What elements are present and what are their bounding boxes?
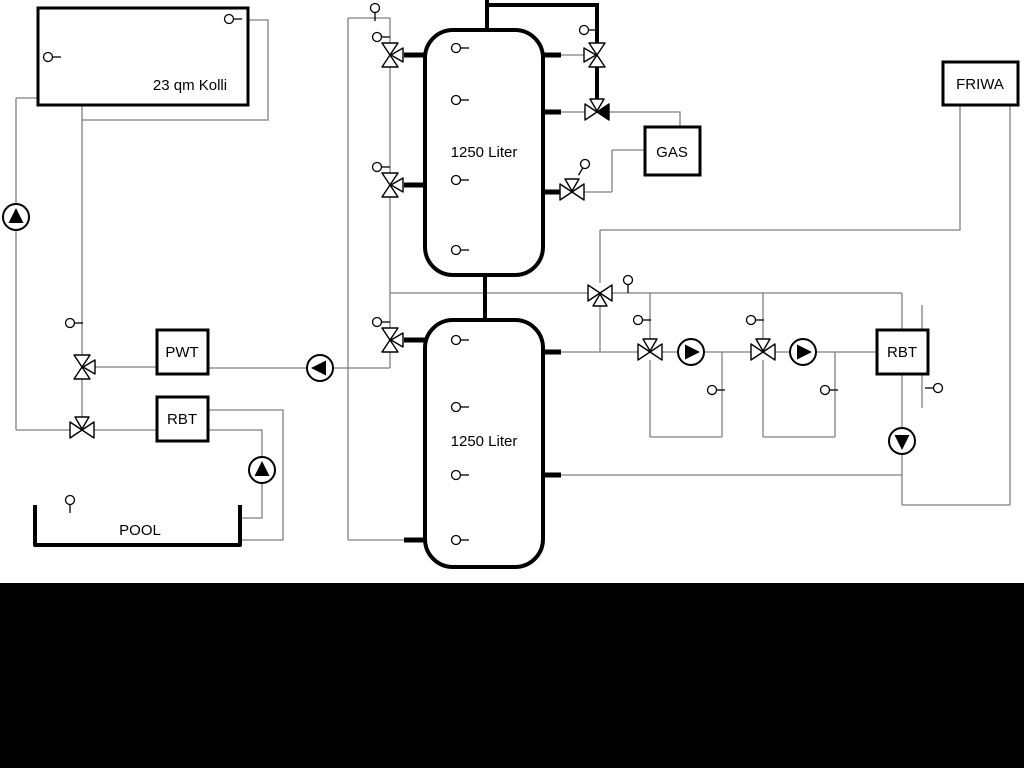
rbt-pump-icon <box>888 427 916 455</box>
pipes-left-section <box>15 19 390 541</box>
friwa-box <box>941 60 1020 107</box>
tank-top-label: 1250 Liter <box>451 144 518 161</box>
buffer-tank-bottom <box>423 318 545 569</box>
rbt-right-label: RBT <box>887 344 917 361</box>
hydraulic-schematic: 23 qm Kolli 1250 Liter 1250 Liter GAS FR… <box>0 0 1024 583</box>
rbt-left-label: RBT <box>167 411 197 428</box>
footer-black-area <box>0 583 1024 768</box>
pool-pump-icon <box>248 456 276 484</box>
heating-pump-2-icon <box>789 338 817 366</box>
pwt-label: PWT <box>165 344 198 361</box>
heating-pump-1-icon <box>677 338 705 366</box>
pwt-box <box>155 328 210 376</box>
gas-label: GAS <box>656 144 688 161</box>
gas-boiler-box <box>643 125 702 177</box>
rbt-right-box <box>875 328 930 376</box>
pwt-charge-pump-icon <box>306 354 334 382</box>
tank-bottom-label: 1250 Liter <box>451 433 518 450</box>
pool-label: POOL <box>119 522 161 539</box>
pool-basin <box>33 505 242 547</box>
tank-connection-stubs <box>404 52 561 543</box>
schematic-svg: 23 qm Kolli 1250 Liter 1250 Liter GAS FR… <box>2 0 1020 569</box>
main-pipes-thick <box>483 0 599 320</box>
solar-collector-box <box>36 6 250 107</box>
solar-pump-icon <box>2 203 30 231</box>
buffer-tank-top <box>423 28 545 277</box>
rbt-left-box <box>155 395 210 443</box>
friwa-label: FRIWA <box>956 76 1004 93</box>
collector-label: 23 qm Kolli <box>153 77 227 94</box>
